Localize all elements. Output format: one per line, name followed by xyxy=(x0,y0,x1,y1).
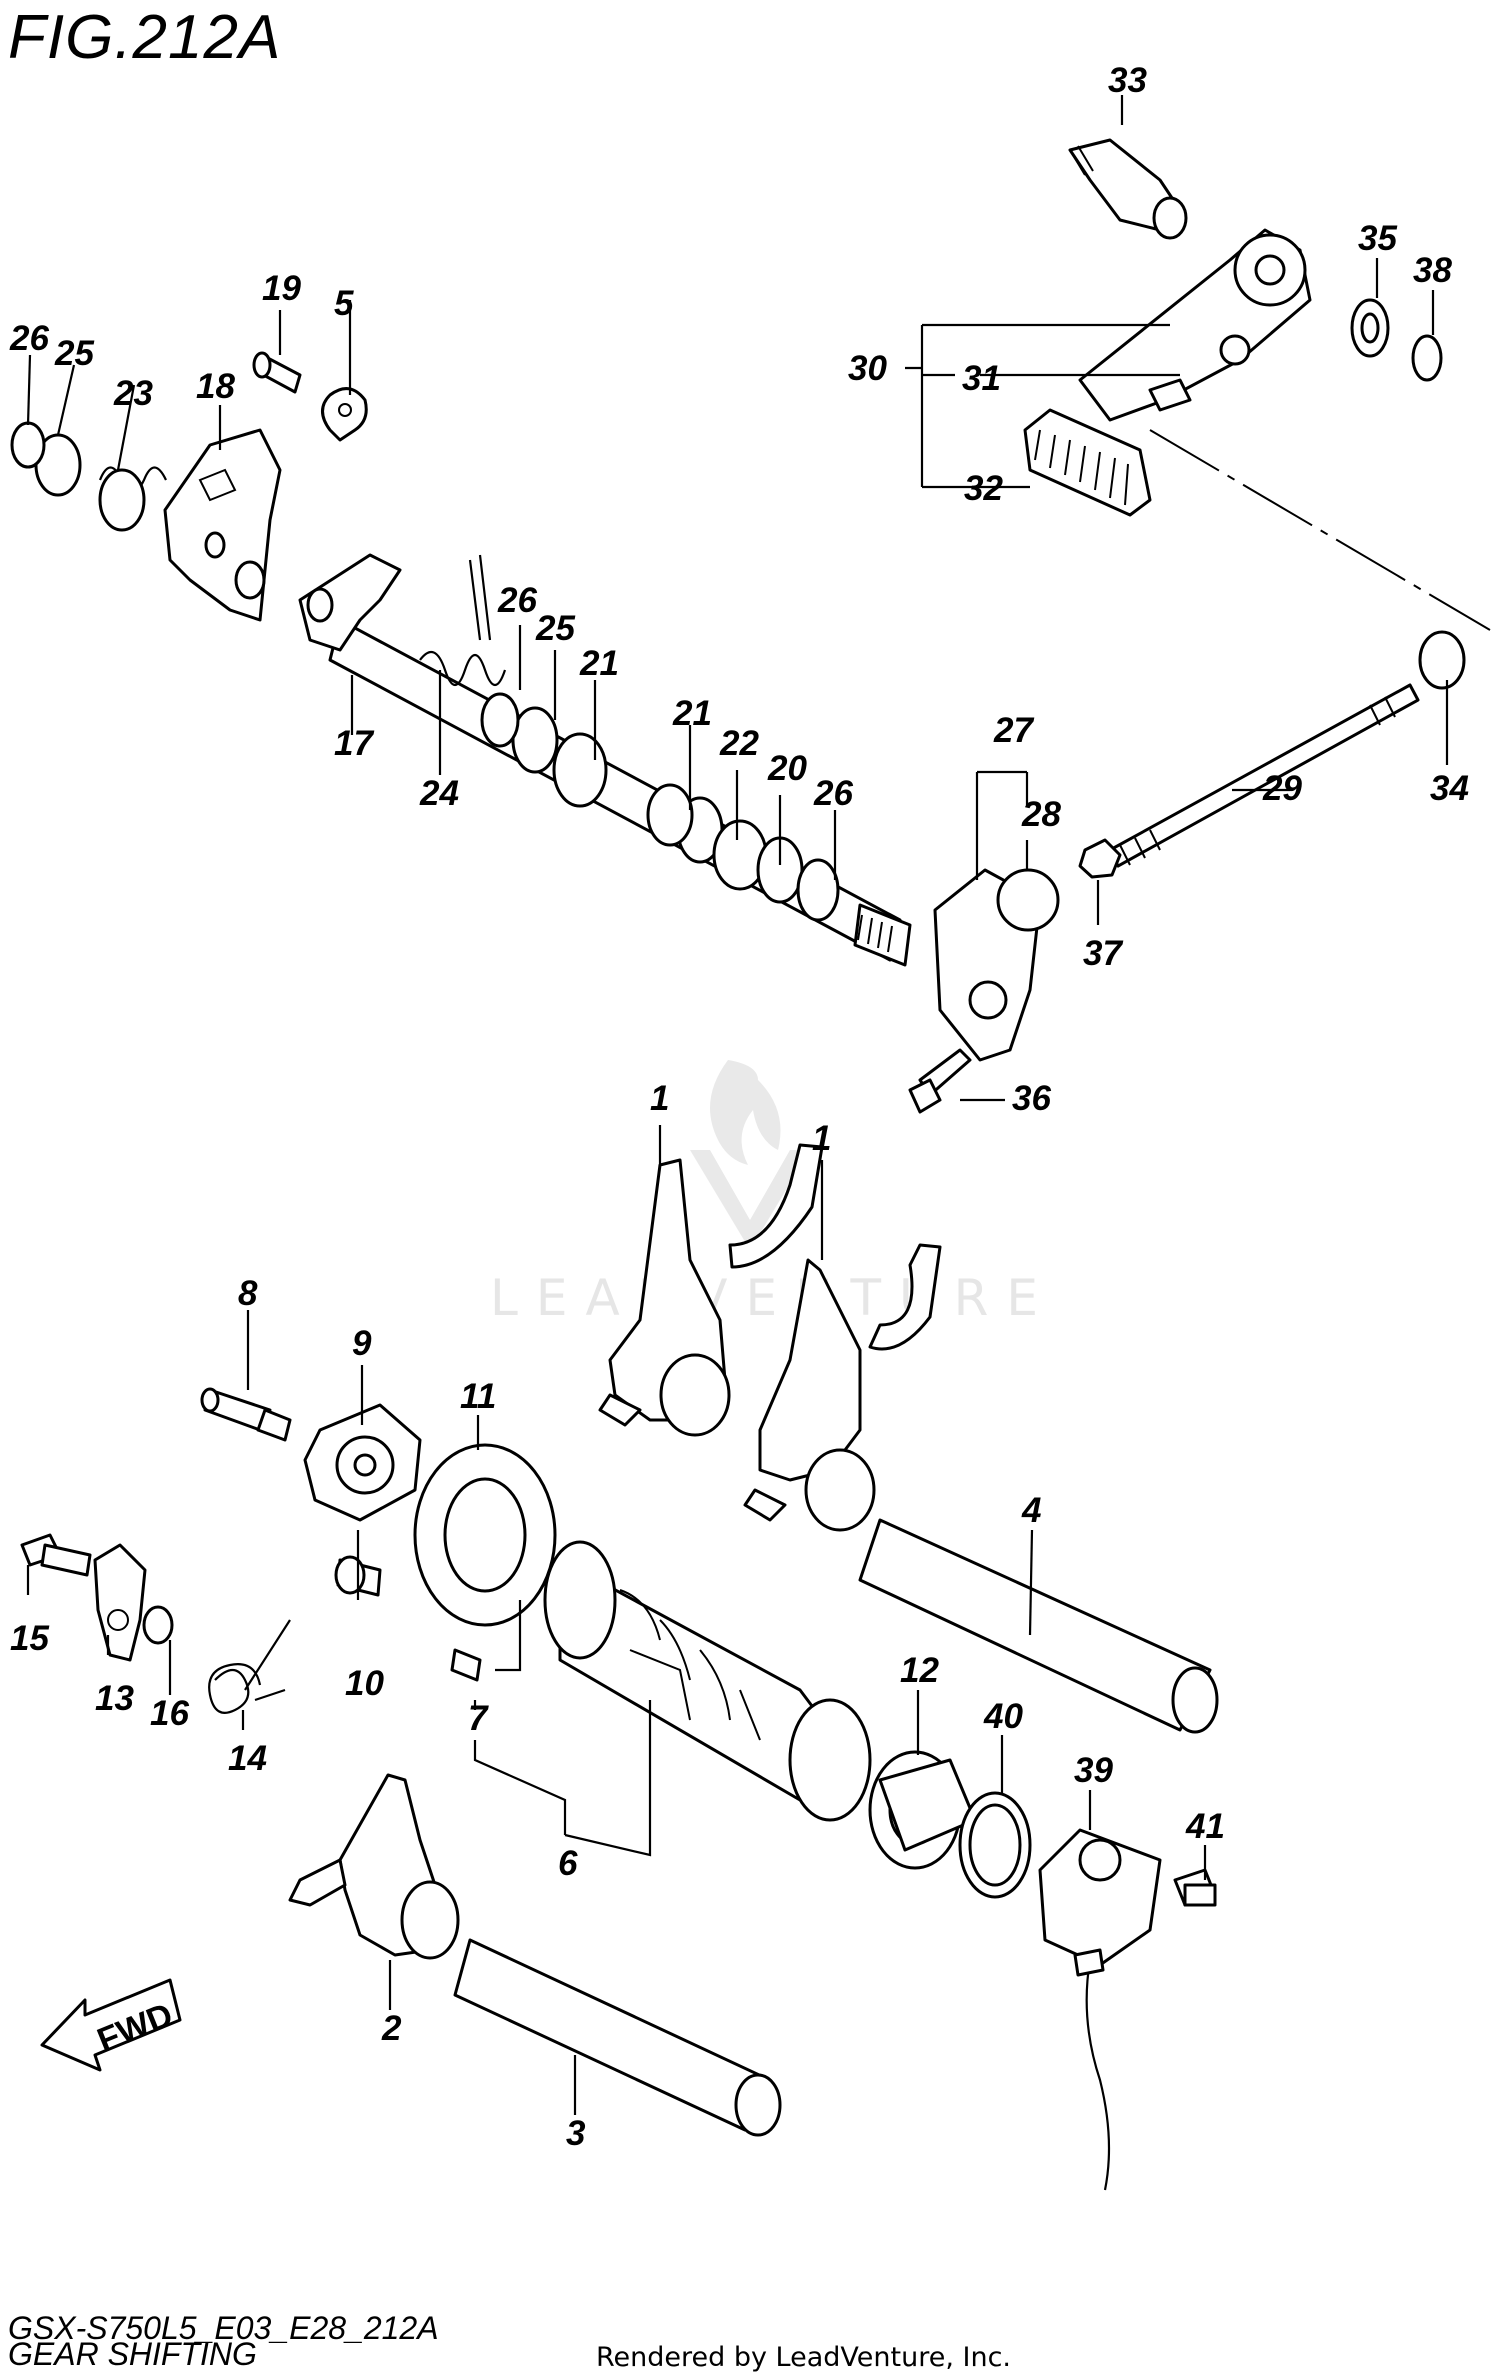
callout-24: 24 xyxy=(419,774,459,813)
callout-25b: 25 xyxy=(535,609,575,648)
gearshift-link-rod xyxy=(908,429,1491,1114)
callout-25a: 25 xyxy=(54,334,94,373)
callout-7: 7 xyxy=(468,1699,489,1738)
figure-title: FIG.212A xyxy=(8,3,282,72)
callout-38: 38 xyxy=(1413,251,1452,290)
fwd-arrow: FWD xyxy=(40,1978,182,2072)
callout-41: 41 xyxy=(1185,1807,1225,1846)
callout-15: 15 xyxy=(10,1619,49,1658)
shift-fork-2 xyxy=(288,1773,460,1960)
callout-5: 5 xyxy=(334,284,354,323)
callout-30: 30 xyxy=(848,349,887,388)
callout-40: 40 xyxy=(983,1697,1023,1736)
fork-shafts xyxy=(453,1518,1219,2137)
callout-26c: 26 xyxy=(813,774,853,813)
callout-6: 6 xyxy=(558,1844,578,1883)
callout-29: 29 xyxy=(1262,769,1302,808)
callout-32: 32 xyxy=(964,469,1003,508)
callout-9: 9 xyxy=(352,1324,372,1363)
callout-27: 27 xyxy=(993,711,1034,750)
callout-28: 28 xyxy=(1021,795,1061,834)
callout-4: 4 xyxy=(1021,1491,1041,1530)
callout-18: 18 xyxy=(196,367,235,406)
callout-8: 8 xyxy=(238,1274,258,1313)
callout-20: 20 xyxy=(767,749,807,788)
callout-26b: 26 xyxy=(497,581,537,620)
callout-36: 36 xyxy=(1012,1079,1051,1118)
callout-31: 31 xyxy=(962,359,1001,398)
callout-11: 11 xyxy=(460,1377,496,1416)
gearshift-lever-assembly xyxy=(1023,138,1443,517)
lower-right-parts xyxy=(868,1750,1217,2191)
callout-1a: 1 xyxy=(650,1079,669,1118)
callout-39: 39 xyxy=(1074,1751,1113,1790)
callout-23: 23 xyxy=(113,374,153,413)
diagram-code: GSX-S750L5_E03_E28_212A xyxy=(8,2310,439,2346)
lower-left-parts xyxy=(20,1387,557,1714)
gearshift-shaft-assembly xyxy=(10,351,912,967)
callout-37: 37 xyxy=(1083,934,1123,973)
rendered-by-credit: Rendered by LeadVenture, Inc. xyxy=(596,2342,1012,2373)
diagram-name: GEAR SHIFTING xyxy=(8,2336,257,2372)
callout-13: 13 xyxy=(95,1679,134,1718)
gearshift-cam-drum xyxy=(543,1540,872,1822)
callout-17: 17 xyxy=(334,724,374,763)
callout-21a: 21 xyxy=(579,644,619,683)
callout-2: 2 xyxy=(381,2009,402,2048)
callout-33: 33 xyxy=(1108,61,1147,100)
watermark-logo: LEADVENTURE xyxy=(490,1060,1056,1327)
callout-35: 35 xyxy=(1358,219,1397,258)
callout-26a: 26 xyxy=(9,319,49,358)
callout-34: 34 xyxy=(1430,769,1469,808)
callout-16: 16 xyxy=(150,1694,189,1733)
callout-numbers: 33 35 38 30 31 32 34 29 27 28 37 36 5 19… xyxy=(9,61,1469,2153)
callout-22: 22 xyxy=(719,724,759,763)
callout-3: 3 xyxy=(566,2114,586,2153)
leader-lines xyxy=(26,95,1449,2115)
callout-21b: 21 xyxy=(672,694,712,733)
callout-10: 10 xyxy=(345,1664,384,1703)
callout-19: 19 xyxy=(262,269,301,308)
callout-14: 14 xyxy=(228,1739,267,1778)
callout-1b: 1 xyxy=(812,1119,831,1158)
callout-12: 12 xyxy=(900,1651,939,1690)
shift-forks xyxy=(598,1143,942,1532)
watermark-text: LEADVENTURE xyxy=(490,1269,1056,1327)
